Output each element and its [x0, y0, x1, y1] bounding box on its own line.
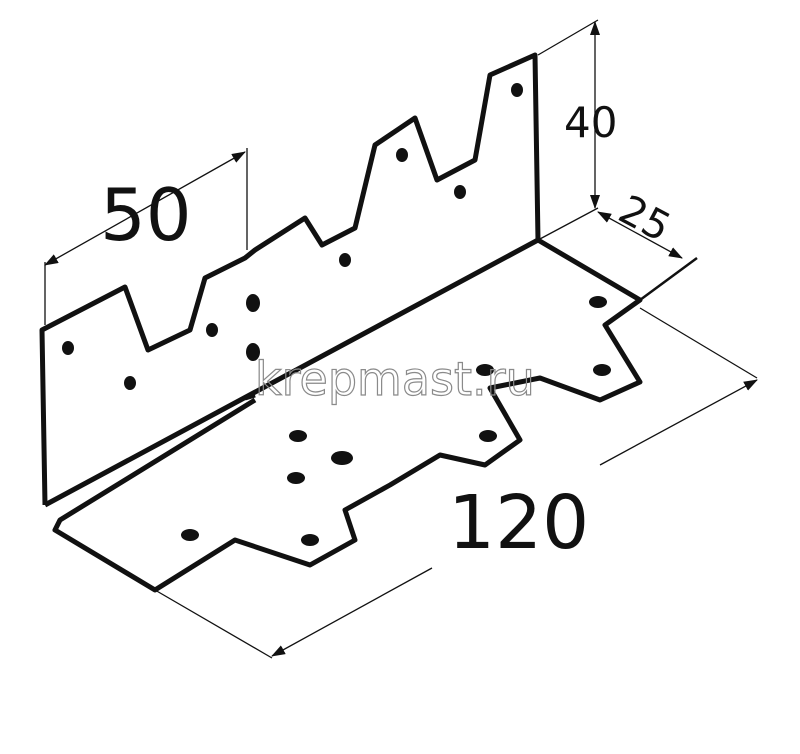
- dimension-height-label: 40: [564, 98, 617, 147]
- mounting-holes: [62, 83, 611, 546]
- watermark: krepmast.ru: [255, 352, 535, 406]
- dimension-length-label: 120: [448, 480, 589, 566]
- dimension-depth-label: 25: [611, 187, 678, 252]
- dimension-lines: [44, 19, 758, 659]
- dimension-width-label: 50: [100, 173, 192, 257]
- vertical-plate: [39, 52, 541, 508]
